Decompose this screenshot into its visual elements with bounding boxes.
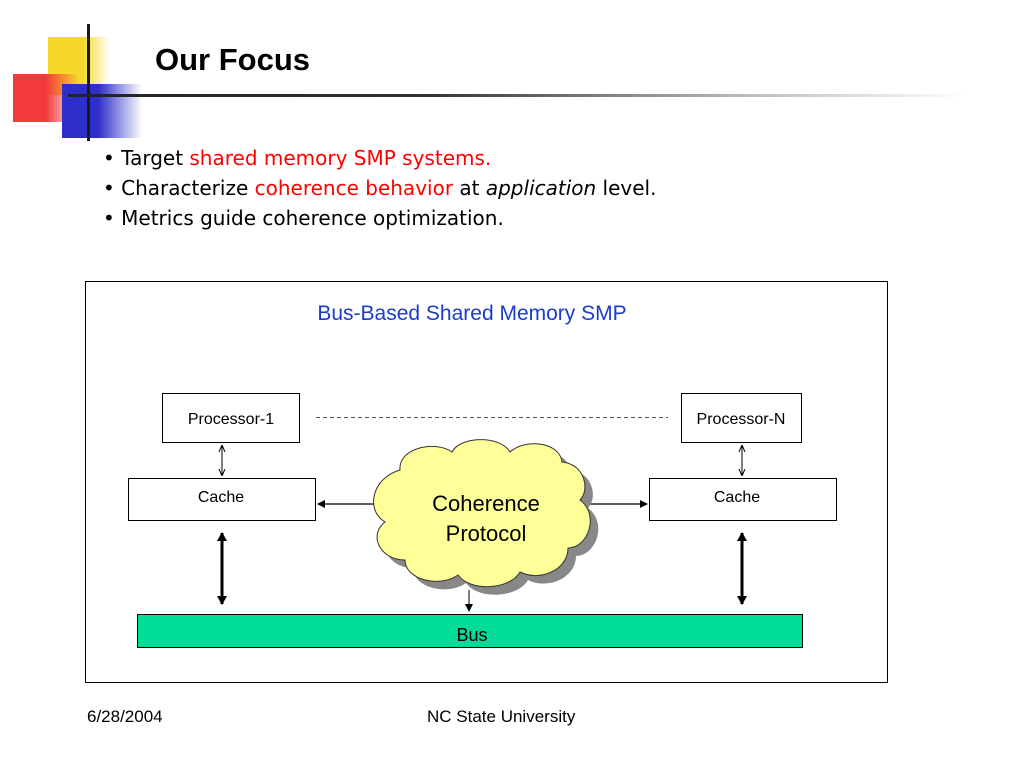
bullet-text-segment: level. bbox=[596, 176, 657, 200]
processor-n-box bbox=[681, 393, 802, 443]
bullet-text-segment: Target bbox=[121, 146, 190, 170]
bus-bar bbox=[137, 614, 803, 648]
footer-date: 6/28/2004 bbox=[87, 707, 163, 726]
bullet-marker: • bbox=[103, 206, 115, 230]
processor-1-box bbox=[162, 393, 300, 443]
footer-organization: NC State University bbox=[427, 707, 576, 726]
bullet-text-segment: Characterize bbox=[121, 176, 255, 200]
bus-label: Bus bbox=[456, 625, 487, 645]
processor-1-label: Processor-1 bbox=[188, 411, 274, 428]
bullet-item: • Metrics guide coherence optimization. bbox=[103, 203, 656, 233]
cache-left-label: Cache bbox=[198, 489, 244, 506]
bullet-text-segment: coherence behavior bbox=[254, 176, 454, 200]
diagram-title: Bus-Based Shared Memory SMP bbox=[317, 302, 626, 325]
cache-left-box bbox=[128, 478, 316, 521]
protocol-label-line1: Coherence bbox=[432, 491, 540, 516]
bullet-text-segment: Metrics guide coherence optimization. bbox=[121, 206, 504, 230]
cache-right-label: Cache bbox=[714, 489, 760, 506]
bullet-text-segment: application bbox=[485, 176, 597, 200]
bullet-text-segment: at bbox=[453, 176, 486, 200]
protocol-label-line2: Protocol bbox=[446, 521, 527, 546]
bullet-item: • Target shared memory SMP systems. bbox=[103, 143, 656, 173]
bullet-marker: • bbox=[103, 176, 115, 200]
title-rule bbox=[68, 94, 968, 97]
cache-right-box bbox=[649, 478, 837, 521]
bullet-item: • Characterize coherence behavior at app… bbox=[103, 173, 656, 203]
decor-vertical-line bbox=[87, 24, 90, 141]
processor-n-label: Processor-N bbox=[697, 411, 786, 428]
bullet-marker: • bbox=[103, 146, 115, 170]
bullet-list: • Target shared memory SMP systems.• Cha… bbox=[103, 143, 656, 233]
decor-blue-square bbox=[62, 84, 142, 138]
bullet-text-segment: shared memory SMP systems. bbox=[189, 146, 492, 170]
protocol-cloud bbox=[373, 439, 591, 588]
slide-title: Our Focus bbox=[155, 42, 311, 77]
